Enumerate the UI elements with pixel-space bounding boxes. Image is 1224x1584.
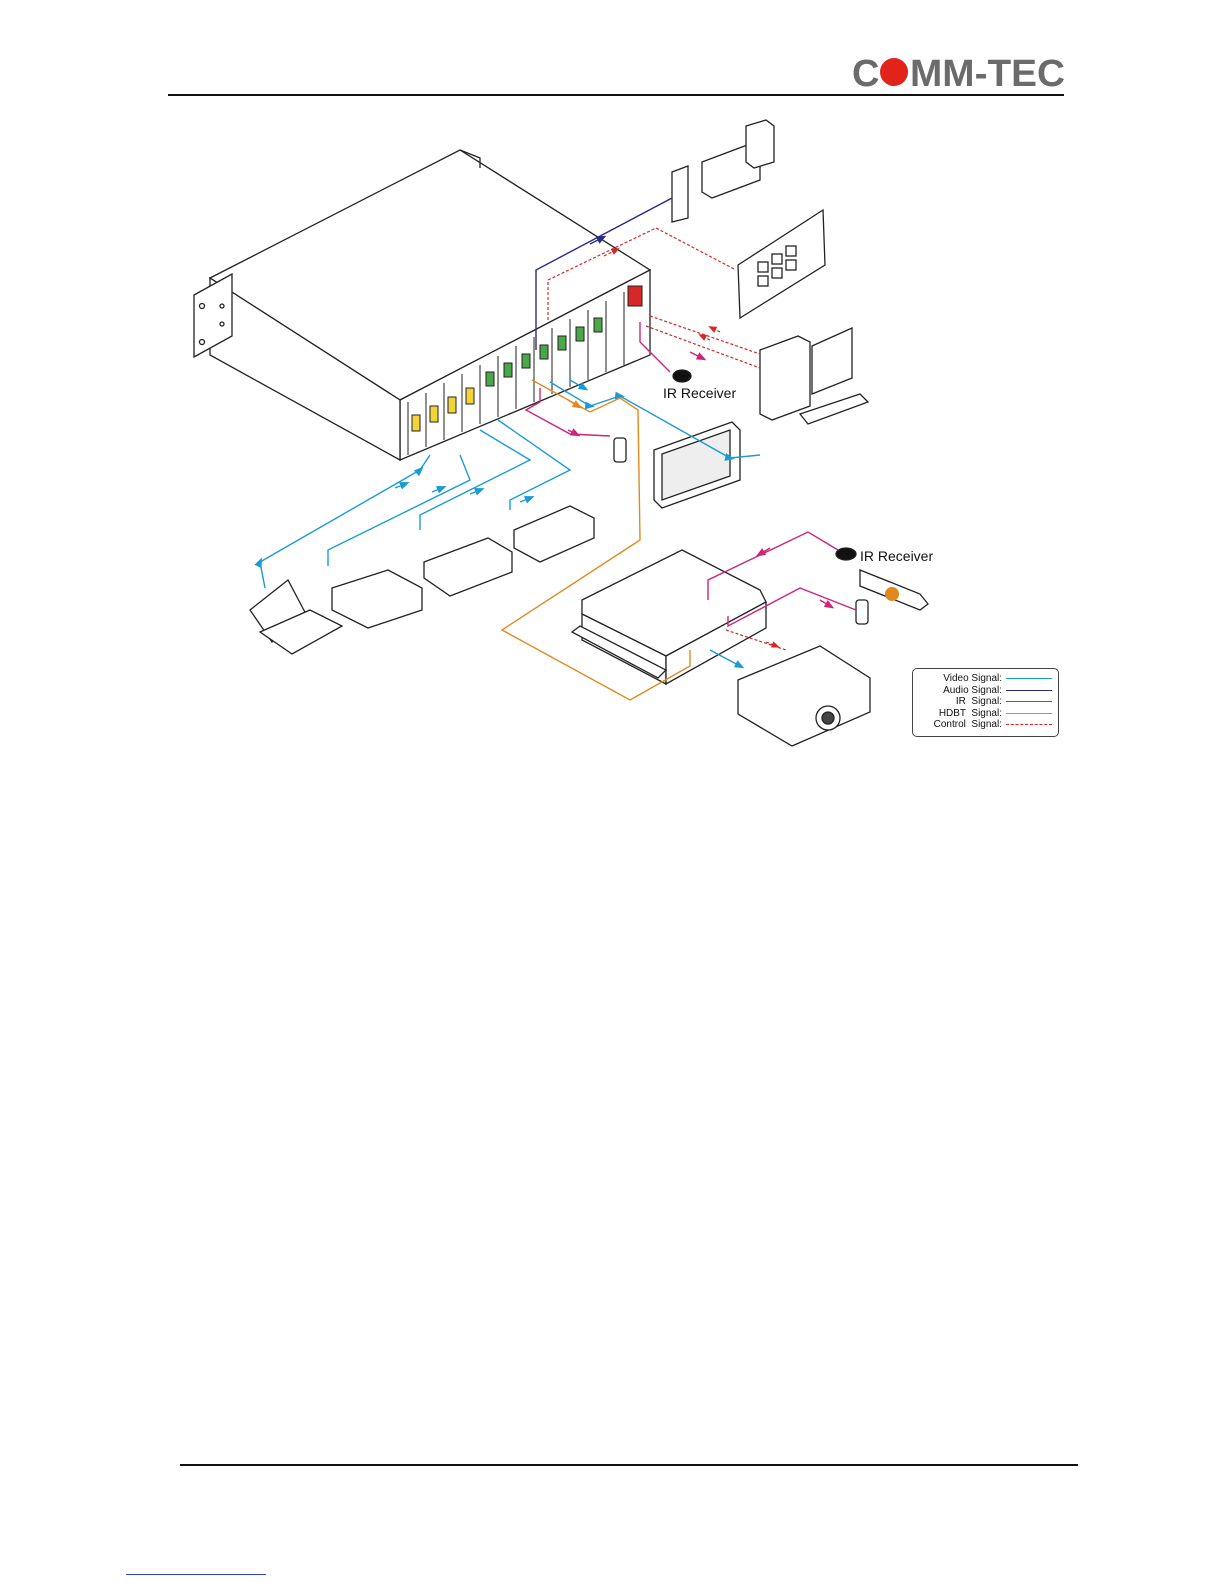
ir-receiver-label-top: IR Receiver xyxy=(663,385,736,401)
legend-row-control: Control Signal: xyxy=(917,719,1052,731)
dvd-player-1 xyxy=(332,570,422,628)
legend-swatch-ir xyxy=(1006,701,1052,702)
legend-swatch-audio xyxy=(1006,690,1052,691)
laptop-source xyxy=(250,580,342,654)
logo-text-c: C xyxy=(852,53,879,94)
header-divider xyxy=(168,94,1064,96)
ir-receiver-remote xyxy=(836,548,856,560)
audio-system xyxy=(672,120,774,222)
ir-emitter-main xyxy=(614,438,626,462)
comm-tec-logo: C MM-TEC xyxy=(852,50,1067,94)
ir-receiver-main xyxy=(673,370,691,382)
projector xyxy=(738,646,870,746)
blu-ray-player xyxy=(514,506,594,562)
legend-label: HDBT Signal: xyxy=(939,708,1002,719)
ir-emitter-receiver xyxy=(856,600,868,624)
legend-row-hdbt: HDBT Signal: xyxy=(917,708,1052,720)
legend-label: Control Signal: xyxy=(934,719,1002,730)
dvd-player-2 xyxy=(424,538,512,596)
wall-control-panel xyxy=(738,210,825,318)
footer-divider xyxy=(180,1464,1078,1466)
logo-text-mmtec: MM-TEC xyxy=(910,53,1065,94)
legend-swatch-video xyxy=(1006,678,1052,679)
legend-label: Video Signal: xyxy=(943,673,1002,684)
matrix-chassis xyxy=(194,150,650,460)
legend-label: IR Signal: xyxy=(956,696,1002,707)
footer-link-underline[interactable] xyxy=(126,1574,266,1575)
legend-row-audio: Audio Signal: xyxy=(917,685,1052,697)
legend-row-video: Video Signal: xyxy=(917,673,1052,685)
remote-control xyxy=(860,570,928,610)
legend-row-ir: IR Signal: xyxy=(917,696,1052,708)
desktop-computer xyxy=(760,328,868,424)
logo-red-dot xyxy=(880,58,908,86)
connection-diagram xyxy=(180,110,1080,760)
ir-receiver-label-bottom: IR Receiver xyxy=(860,548,933,564)
touch-panel xyxy=(654,422,740,508)
legend-swatch-control xyxy=(1006,724,1052,725)
legend-swatch-hdbt xyxy=(1006,713,1052,714)
legend-label: Audio Signal: xyxy=(943,685,1002,696)
signal-legend: Video Signal: Audio Signal: IR Signal: H… xyxy=(912,668,1059,737)
